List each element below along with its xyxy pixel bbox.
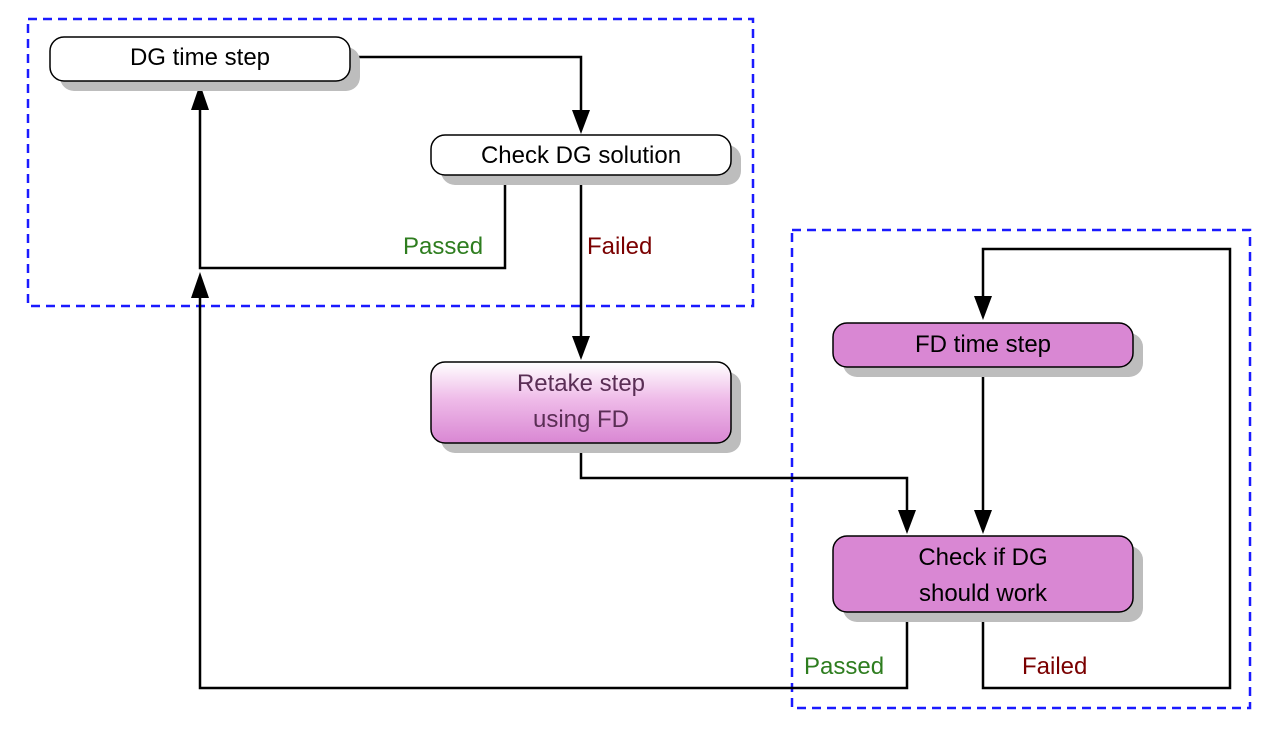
edge-dg-step-to-check (350, 55, 583, 112)
edges (191, 55, 1232, 690)
node-fd-time-step: FD time step (832, 322, 1143, 377)
arrowhead-check-dg (572, 110, 590, 134)
node-check-if-dg-should-work: Check if DG should work (832, 535, 1143, 622)
arrowhead-check-if-dg-left (898, 510, 916, 534)
edge-label-fd-failed: Failed (1022, 653, 1087, 680)
arrowhead-dg-time-step (191, 84, 209, 110)
edge-fd-passed (198, 297, 909, 690)
arrowhead-check-if-dg-right (974, 510, 992, 534)
arrowhead-dg-passed-return (191, 272, 209, 298)
node-retake-step-label-line2: using FD (533, 406, 629, 433)
node-retake-step: Retake step using FD (430, 361, 741, 453)
edge-dg-passed (198, 108, 507, 270)
node-check-if-dg-label-line1: Check if DG (918, 544, 1047, 571)
node-check-if-dg-label-line2: should work (919, 580, 1048, 607)
node-retake-step-label-line1: Retake step (517, 370, 645, 397)
dg-group-box (26, 17, 755, 308)
arrowhead-retake (572, 336, 590, 360)
fd-group-box (790, 228, 1252, 710)
edge-retake-to-check-if-dg (579, 443, 909, 512)
node-check-dg-solution-label: Check DG solution (481, 142, 681, 169)
node-dg-time-step-label: DG time step (130, 44, 270, 71)
arrowhead-fd-time-step (974, 296, 992, 320)
node-dg-time-step: DG time step (49, 36, 360, 91)
edge-label-dg-passed: Passed (403, 233, 483, 260)
node-check-dg-solution: Check DG solution (430, 134, 741, 185)
edge-label-fd-passed: Passed (804, 653, 884, 680)
edge-label-dg-failed: Failed (587, 233, 652, 260)
node-fd-time-step-label: FD time step (915, 331, 1051, 358)
edge-fd-failed (981, 247, 1232, 690)
